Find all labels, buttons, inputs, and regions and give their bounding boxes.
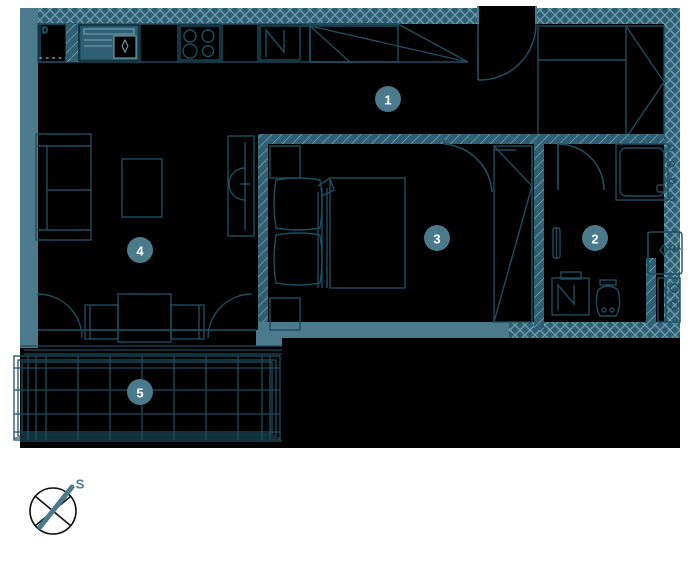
room-marker-4[interactable]: 4 bbox=[127, 237, 153, 263]
floor-slab bbox=[20, 8, 680, 448]
exterior-walls bbox=[20, 6, 680, 348]
room-marker-4-label: 4 bbox=[136, 244, 144, 259]
room-marker-5-label: 5 bbox=[136, 386, 143, 401]
kitchen-sink bbox=[79, 25, 139, 61]
room-marker-2-label: 2 bbox=[591, 232, 598, 247]
double-bed bbox=[329, 177, 406, 289]
washing-machine bbox=[551, 271, 590, 316]
living-room-furniture bbox=[35, 133, 256, 343]
wall-top bbox=[38, 8, 680, 24]
wall-bedroom-bottom bbox=[258, 322, 488, 338]
wardrobe bbox=[537, 25, 665, 139]
wall-right bbox=[664, 8, 680, 338]
interior-walls bbox=[20, 134, 680, 346]
kitchen-oven bbox=[259, 25, 301, 61]
wall-bath-partition bbox=[646, 258, 656, 324]
room-marker-3[interactable]: 3 bbox=[424, 225, 450, 251]
room-marker-1[interactable]: 1 bbox=[375, 86, 401, 112]
shower-tray bbox=[615, 143, 669, 201]
bath-shelf bbox=[657, 277, 681, 323]
wall-bedroom-top bbox=[258, 134, 448, 144]
balcony-sliding-door bbox=[20, 345, 282, 355]
towel-radiator bbox=[552, 227, 561, 259]
bathroom-door bbox=[557, 143, 605, 191]
wall-hall-bath bbox=[456, 134, 532, 144]
wall-bedroom-left bbox=[258, 134, 268, 330]
pillow-bottom bbox=[273, 232, 323, 286]
appliance-marker: D bbox=[42, 26, 48, 35]
wall-bottom-right bbox=[487, 322, 680, 338]
room-marker-2[interactable]: 2 bbox=[582, 225, 608, 251]
compass-needle bbox=[37, 484, 75, 530]
room-markers: 1 2 3 4 5 bbox=[127, 86, 608, 405]
hall-storage bbox=[300, 23, 469, 63]
washbasin bbox=[647, 231, 683, 275]
nightstand-bottom bbox=[269, 297, 301, 331]
wall-left-solid bbox=[20, 8, 38, 348]
room-marker-3-label: 3 bbox=[433, 232, 440, 247]
living-door-right bbox=[227, 135, 255, 237]
compass-circle bbox=[29, 487, 77, 535]
compass-rose: S bbox=[29, 477, 85, 535]
balcony-railing bbox=[13, 355, 282, 448]
bedroom-furniture bbox=[269, 145, 406, 331]
entry-door bbox=[477, 23, 537, 81]
shelving-unit bbox=[35, 133, 92, 241]
pillow-top bbox=[273, 177, 323, 231]
bedroom-door bbox=[443, 140, 493, 193]
hall-closet bbox=[493, 145, 533, 323]
tv-cabinet bbox=[121, 158, 163, 218]
room-marker-5[interactable]: 5 bbox=[127, 379, 153, 405]
toilet bbox=[595, 279, 621, 317]
kitchen-cooktop bbox=[179, 25, 221, 61]
room-marker-1-label: 1 bbox=[384, 93, 391, 108]
compass-south-label: S bbox=[76, 477, 85, 492]
entry-recess bbox=[478, 6, 536, 24]
bathroom-fixtures bbox=[551, 143, 683, 323]
wall-bath-left bbox=[534, 134, 544, 330]
wall-bath-top bbox=[542, 134, 664, 144]
blanket-fold bbox=[317, 176, 335, 197]
